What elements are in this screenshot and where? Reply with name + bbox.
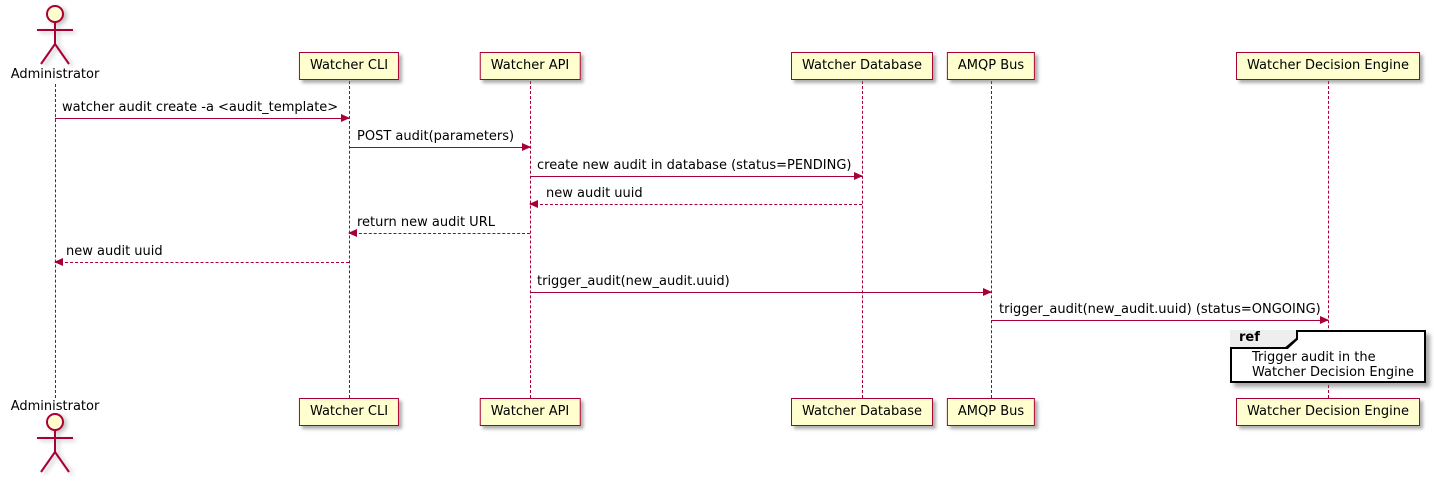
participant-watcher-decision-engine-top: Watcher Decision Engine [1236,52,1420,80]
message-line [530,292,991,293]
participant-amqp-bus-top: AMQP Bus [946,52,1036,80]
participant-amqp-bus-bottom: AMQP Bus [946,398,1036,426]
ref-text: Trigger audit in the Watcher Decision En… [1252,350,1414,380]
message-line [530,204,862,205]
arrowhead-right-icon [983,288,992,296]
arrowhead-right-icon [854,172,863,180]
arrowhead-right-icon [341,114,350,122]
arrowhead-left-icon [54,258,63,266]
lifeline-watcher-database [862,81,863,398]
ref-tab: ref [1230,330,1298,349]
participant-watcher-api-bottom: Watcher API [479,398,581,426]
participant-watcher-api-top: Watcher API [479,52,581,80]
arrowhead-left-icon [529,200,538,208]
message-label: new audit uuid [546,186,643,201]
message-line [530,176,862,177]
arrowhead-right-icon [1320,316,1329,324]
message-label: trigger_audit(new_audit.uuid) (status=ON… [999,302,1321,317]
actor-icon [37,5,73,65]
participant-watcher-database-top: Watcher Database [791,52,933,80]
lifeline-amqp-bus [991,81,992,398]
actor-administrator-label: Administrator [10,67,100,82]
actor-icon-bottom [37,413,73,473]
arrowhead-right-icon [522,143,531,151]
participant-watcher-cli-bottom: Watcher CLI [298,398,400,426]
actor-administrator-label-bottom: Administrator [10,399,100,414]
message-label: trigger_audit(new_audit.uuid) [537,274,730,289]
ref-text-line: Watcher Decision Engine [1252,364,1414,380]
lifeline-watcher-api [530,81,531,398]
lifeline-administrator [55,84,56,398]
message-line [55,118,349,119]
message-label: create new audit in database (status=PEN… [537,158,852,173]
message-line [349,147,530,148]
message-label: POST audit(parameters) [357,129,515,144]
message-line [991,320,1328,321]
ref-fragment: ref Trigger audit in the Watcher Decisio… [1230,330,1426,383]
ref-keyword: ref [1230,330,1296,347]
message-label: return new audit URL [357,215,495,230]
message-label: new audit uuid [66,244,163,259]
message-line [349,233,530,234]
lifeline-watcher-cli [349,81,350,398]
participant-watcher-decision-engine-bottom: Watcher Decision Engine [1236,398,1420,426]
participant-watcher-cli-top: Watcher CLI [298,52,400,80]
message-line [55,262,349,263]
ref-text-line: Trigger audit in the [1252,350,1376,365]
lifeline-watcher-decision-engine [1328,81,1329,398]
message-label: watcher audit create -a <audit_template> [62,100,339,115]
participant-watcher-database-bottom: Watcher Database [791,398,933,426]
arrowhead-left-icon [348,229,357,237]
